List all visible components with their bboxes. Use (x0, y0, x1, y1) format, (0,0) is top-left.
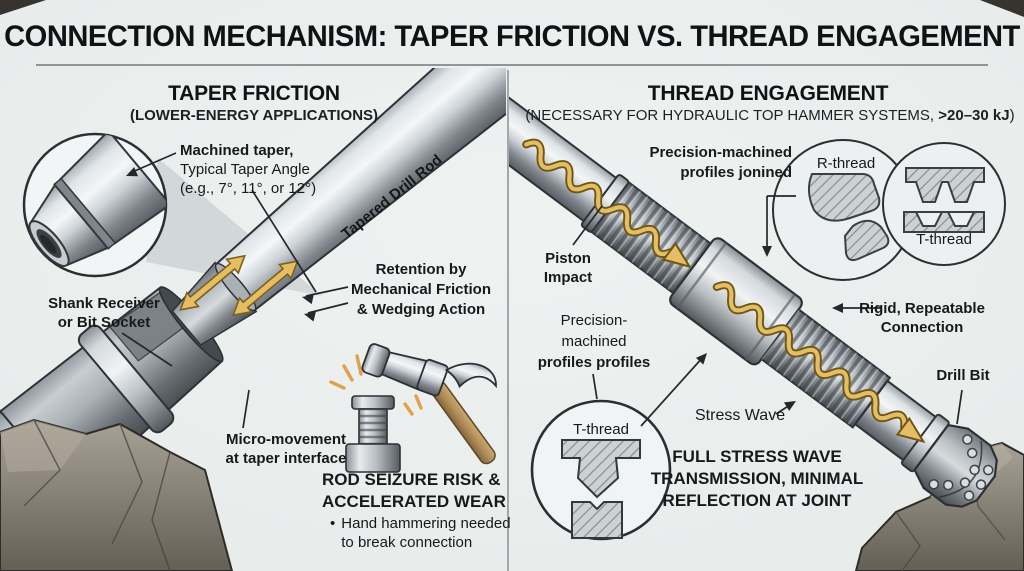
callout-precision-joined: Precision-machined profiles jonined (600, 143, 792, 183)
corner-wedge (980, 0, 1024, 17)
left-illustration (0, 68, 506, 571)
callout-micro-line1: Micro-movement (225, 431, 347, 448)
callout-precision-profiles-line2: machined (561, 333, 627, 350)
right-panel-heading: THREAD ENGAGEMENT (647, 82, 889, 105)
threaded-rod-assembly (509, 77, 998, 508)
callout-full-stress-line3: REFLECTION AT JOINT (662, 491, 852, 510)
callout-retention-line1: Retention by (375, 261, 467, 278)
callout-retention-line2: Mechanical Friction (350, 281, 492, 298)
panel-divider (507, 70, 509, 571)
callout-risk-line2: ACCELERATED WEAR (322, 492, 506, 511)
callout-precision-profiles: Precision- machined profiles profiles (538, 310, 651, 373)
t-thread-label-top: T-thread (916, 231, 972, 248)
drill-bit (913, 423, 998, 508)
stress-wave (522, 138, 926, 444)
right-panel-subheading: (NECESSARY FOR HYDRAULIC TOP HAMMER SYST… (525, 107, 1014, 124)
left-leader-lines (121, 152, 349, 429)
callout-risk-line1: ROD SEIZURE RISK & (322, 470, 501, 489)
callout-machined-taper: Machined taper, Typical Taper Angle (e.g… (180, 141, 316, 198)
rod-stub (345, 395, 401, 473)
callout-micro-line2: at taper interface (225, 450, 347, 467)
drill-bit-label: Drill Bit (936, 367, 990, 384)
callout-rod-seizure: ROD SEIZURE RISK & ACCELERATED WEAR (322, 469, 506, 513)
magnifier-inset (22, 132, 168, 278)
callout-piston-line1: Piston (545, 250, 591, 267)
t-thread-inset-top (882, 142, 1006, 266)
stress-wave-label: Stress Wave (695, 407, 786, 424)
callout-retention-line3: & Wedging Action (356, 301, 486, 318)
callout-piston-line2: Impact (543, 269, 593, 286)
callout-full-stress-line1: FULL STRESS WAVE (672, 447, 842, 466)
callout-machined-taper-line1: Machined taper, (180, 142, 294, 159)
page-title: CONNECTION MECHANISM: TAPER FRICTION VS.… (4, 20, 1020, 53)
t-thread-inset-bottom (530, 399, 672, 541)
callout-micro-movement: Micro-movement at taper interface (226, 430, 347, 468)
bullet-glyph: • (330, 515, 336, 532)
callout-precision-profiles-line3: profiles profiles (537, 354, 651, 371)
t-thread-label-bottom: T-thread (573, 421, 629, 438)
r-thread-label: R-thread (816, 155, 876, 172)
right-illustration (509, 77, 1024, 571)
callout-full-stress-line2: TRANSMISSION, MINIMAL (650, 469, 864, 488)
bullet-line1: Hand hammering needed (341, 515, 511, 532)
callout-retention: Retention by Mechanical Friction & Wedgi… (351, 260, 491, 320)
right-subheading-energy: >20–30 kJ (938, 107, 1010, 124)
rocks-left (0, 418, 234, 571)
callout-shank-line1: Shank Receiver (48, 295, 160, 312)
callout-rigid-line1: Rigid, Repeatable (859, 300, 985, 317)
impact-sparks-icon (329, 354, 423, 416)
callout-precision-joined-line1: Precision-machined (649, 144, 792, 161)
left-leader-arrowheads (126, 167, 316, 322)
left-panel-heading: TAPER FRICTION (168, 82, 340, 105)
callout-rigid-connection: Rigid, Repeatable Connection (859, 299, 985, 337)
corner-wedge (0, 0, 46, 15)
callout-machined-taper-line3: (e.g., 7°, 11°, or 12°) (180, 180, 317, 197)
left-panel-subheading: (LOWER-ENERGY APPLICATIONS) (129, 107, 379, 124)
right-leader-arrowheads (695, 246, 843, 411)
right-subheading-suffix: ) (1009, 107, 1015, 124)
callout-machined-taper-line2: Typical Taper Angle (180, 161, 310, 178)
bullet-text: Hand hammering needed to break connectio… (341, 514, 510, 552)
title-underline (36, 64, 988, 66)
callout-precision-joined-line2: profiles jonined (680, 164, 792, 181)
bullet-line2: to break connection (341, 534, 473, 551)
right-subheading-prefix: (NECESSARY FOR HYDRAULIC TOP HAMMER SYST… (525, 107, 939, 124)
callout-piston-impact: Piston Impact (544, 249, 592, 287)
callout-full-stress: FULL STRESS WAVE TRANSMISSION, MINIMAL R… (651, 446, 864, 512)
right-leader-lines (572, 195, 963, 427)
callout-rigid-line2: Connection (880, 319, 964, 336)
callout-shank-line2: or Bit Socket (57, 314, 151, 331)
callout-precision-profiles-line1: Precision- (560, 312, 628, 329)
callout-risk-bullet: • Hand hammering needed to break connect… (330, 514, 511, 552)
hammer-icon (329, 343, 497, 473)
callout-shank-receiver: Shank Receiver or Bit Socket (48, 294, 160, 332)
r-thread-inset (772, 139, 914, 281)
